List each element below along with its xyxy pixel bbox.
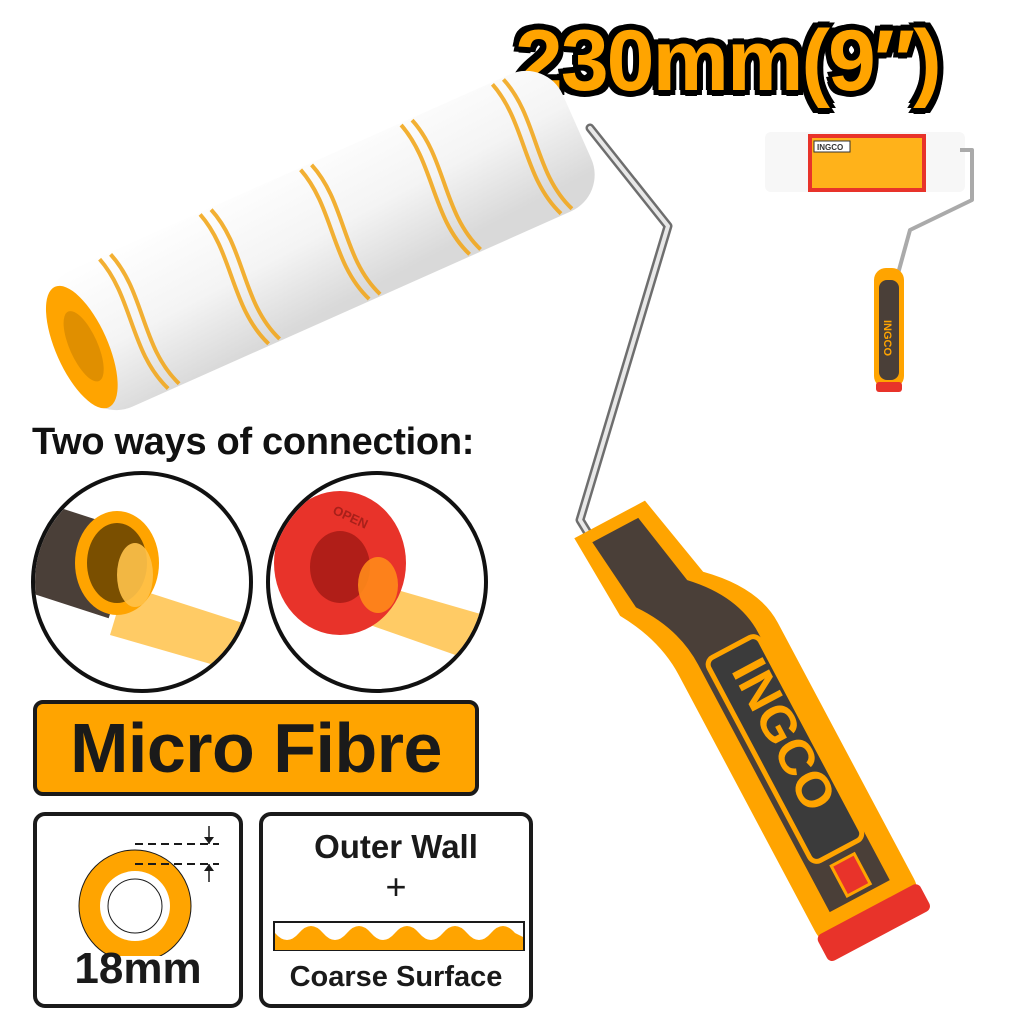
svg-text:INGCO: INGCO — [881, 320, 893, 357]
connection-option-push-fit — [31, 471, 253, 693]
application-line1: Outer Wall — [314, 828, 478, 865]
core-size-label: 18mm — [74, 944, 202, 993]
connection-heading: Two ways of connection: — [32, 421, 475, 463]
hex-socket-icon — [35, 498, 249, 675]
roller-frame-wire — [575, 123, 673, 561]
packaged-product-thumbnail: INGCO INGCO — [765, 132, 974, 392]
coarse-surface-wave-icon — [273, 921, 525, 951]
package-brand-logo: INGCO — [817, 143, 843, 152]
plus-sign: + — [385, 866, 407, 907]
core-diameter-icon — [78, 826, 219, 956]
roller-sleeve — [45, 70, 595, 411]
application-line2: Coarse Surface — [289, 961, 503, 993]
size-title: 230mm(9″) — [515, 13, 942, 109]
material-badge: Micro Fibre — [33, 700, 479, 796]
connection-option-screw-cap: OPEN — [266, 471, 488, 693]
application-spec: Outer Wall + Coarse Surface — [259, 812, 533, 1008]
material-label: Micro Fibre — [70, 709, 442, 787]
roller-handle: INGCO — [574, 500, 930, 961]
threaded-cap-icon: OPEN — [274, 491, 484, 665]
core-size-spec: 18mm — [33, 812, 243, 1008]
